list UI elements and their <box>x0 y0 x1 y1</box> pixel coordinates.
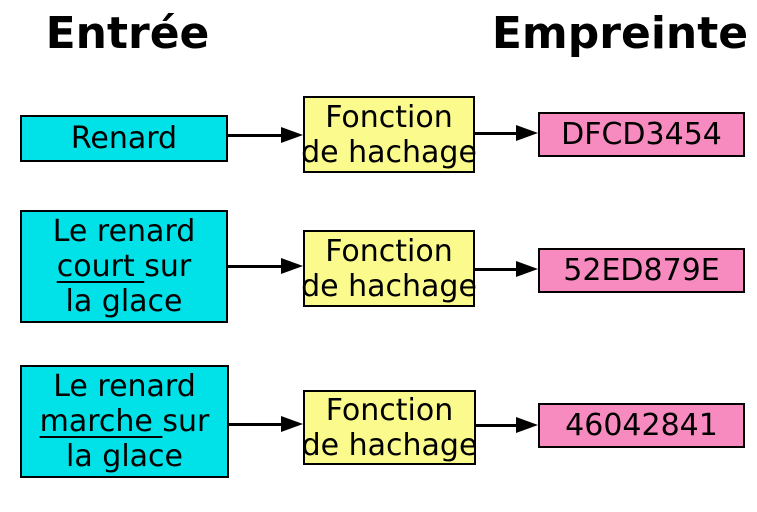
input-line: Renard <box>71 121 177 156</box>
output-hash-text: 52ED879E <box>563 253 720 288</box>
arrow-head-icon <box>281 416 303 432</box>
arrow-function-to-output-3 <box>476 417 538 433</box>
arrow-shaft <box>228 264 289 268</box>
input-text: Le renard <box>52 214 196 249</box>
function-line-2: de hachage <box>301 427 478 463</box>
arrow-input-to-function-1 <box>228 127 303 143</box>
input-line: Le renard <box>53 214 196 249</box>
arrow-function-to-output-2 <box>475 261 538 277</box>
hash-function-box-2: Fonction de hachage <box>301 230 477 307</box>
arrow-function-to-output-1 <box>475 125 538 141</box>
output-hash-box-3: 46042841 <box>538 403 745 448</box>
function-line-1: Fonction <box>325 99 453 135</box>
arrow-shaft <box>476 423 524 427</box>
arrow-head-icon <box>516 261 538 277</box>
input-box-3: Le renard marche sur la glace <box>20 365 229 478</box>
column-title-input: Entrée <box>45 8 210 59</box>
input-line: court sur <box>57 249 191 284</box>
hash-function-box-3: Fonction de hachage <box>301 390 478 465</box>
input-text: Renard <box>70 121 178 156</box>
arrow-head-icon <box>281 258 303 274</box>
input-text: sur <box>162 404 210 439</box>
input-text: la glace <box>66 439 183 474</box>
arrow-input-to-function-2 <box>228 258 303 274</box>
input-line: marche sur <box>40 404 210 439</box>
output-hash-text: 46042841 <box>565 408 718 443</box>
function-line-1: Fonction <box>325 392 454 428</box>
input-line: la glace <box>66 439 183 474</box>
arrow-head-icon <box>516 125 538 141</box>
arrow-shaft <box>475 131 524 135</box>
input-box-1: Renard <box>20 115 228 162</box>
input-text: Le renard <box>53 369 196 404</box>
input-text: sur <box>144 249 192 284</box>
function-line-2: de hachage <box>301 134 477 170</box>
arrow-head-icon <box>281 127 303 143</box>
input-text-underlined: marche <box>39 404 163 439</box>
output-hash-box-2: 52ED879E <box>538 248 745 293</box>
hash-function-box-1: Fonction de hachage <box>301 96 477 173</box>
function-line-2: de hachage <box>301 268 477 304</box>
arrow-shaft <box>229 422 289 426</box>
input-line: la glace <box>66 284 183 319</box>
arrow-shaft <box>228 133 289 137</box>
input-box-2: Le renard court sur la glace <box>20 210 228 323</box>
input-line: Le renard <box>53 369 196 404</box>
arrow-shaft <box>475 267 524 271</box>
arrow-head-icon <box>516 417 538 433</box>
arrow-input-to-function-3 <box>229 416 303 432</box>
output-hash-box-1: DFCD3454 <box>538 112 745 157</box>
output-hash-text: DFCD3454 <box>561 117 722 152</box>
input-text-underlined: court <box>56 249 145 284</box>
function-line-1: Fonction <box>325 233 453 269</box>
input-text: la glace <box>65 284 183 319</box>
column-title-output: Empreinte <box>491 8 749 59</box>
